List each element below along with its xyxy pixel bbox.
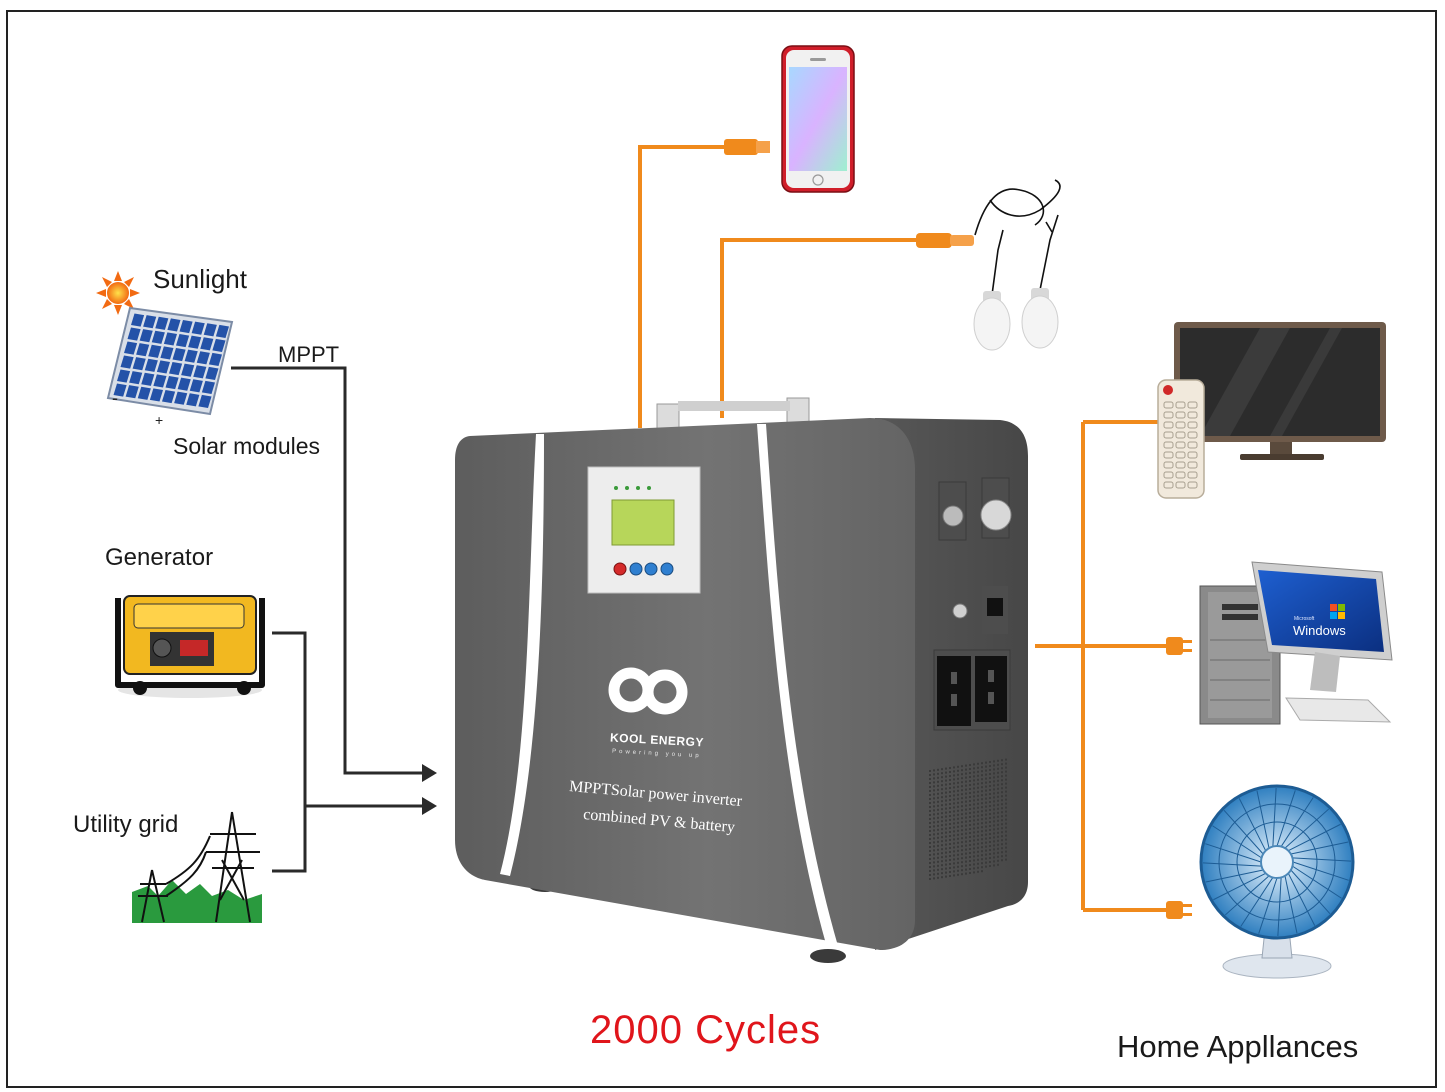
infinity-logo-icon <box>608 667 688 715</box>
computer-screen-text: Windows <box>1293 623 1346 638</box>
windows-logo-icon <box>1330 604 1345 619</box>
generator-label: Generator <box>105 544 214 571</box>
input-lines <box>231 366 422 873</box>
desktop-computer-icon <box>1199 561 1393 725</box>
enter-button-icon <box>660 562 674 576</box>
plug-icon <box>916 233 974 248</box>
bulb-cable <box>720 238 918 418</box>
solar-panel-icon <box>106 306 234 416</box>
arrow-right-icon <box>422 797 437 815</box>
arrow-right-icon <box>422 764 437 782</box>
sun-icon <box>96 271 140 315</box>
utility-grid-label: Utility grid <box>73 811 179 838</box>
power-tower-icon <box>132 811 262 923</box>
home-appliances-label: Home Appllances <box>1117 1029 1359 1064</box>
led-bulb-icon <box>973 288 1059 351</box>
computer-screen-brand: Microsoft <box>1294 616 1315 622</box>
smartphone-icon <box>781 45 855 193</box>
output-lines <box>638 145 1168 912</box>
remote-icon <box>1157 379 1205 499</box>
sunlight-label: Sunlight <box>153 264 247 294</box>
mppt-line <box>231 366 422 775</box>
panel-minus-sign: - <box>112 388 118 408</box>
status-led-icon <box>614 486 651 490</box>
down-button-icon <box>644 562 658 576</box>
plug-icon <box>1166 901 1192 919</box>
generator-line <box>272 631 307 873</box>
led-bulb-icon <box>974 179 1061 296</box>
up-button-icon <box>629 562 643 576</box>
fan-icon <box>1199 784 1355 979</box>
phone-cable <box>638 145 725 428</box>
diagram-frame <box>6 10 1437 1088</box>
power-button-icon <box>613 562 627 576</box>
usb-plug-icon <box>724 139 770 155</box>
panel-plus-sign: + <box>155 412 163 428</box>
mppt-label: MPPT <box>278 342 340 367</box>
solar-modules-label: Solar modules <box>173 433 321 459</box>
inverter-unit <box>455 397 1028 963</box>
tv-icon <box>1174 322 1386 460</box>
cycles-label: 2000 Cycles <box>590 1008 822 1052</box>
generator-icon <box>115 595 265 698</box>
plug-icon <box>1166 637 1192 655</box>
